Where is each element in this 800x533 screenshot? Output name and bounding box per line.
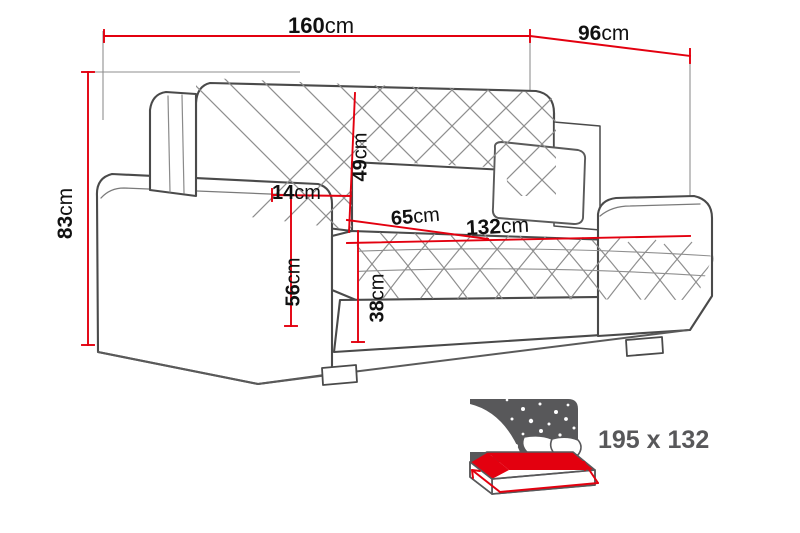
dimension-unit-132: cm [500, 213, 530, 239]
dimension-label-96: 96cm [578, 23, 629, 44]
dimension-value-14: 14 [272, 182, 295, 204]
dimension-value-56: 56 [282, 284, 305, 307]
sofa-left-armrest [95, 172, 334, 386]
dimension-label-83: 83cm [54, 187, 78, 240]
dimension-value-49: 49 [349, 159, 372, 182]
dimension-line-83 [81, 71, 95, 346]
dimension-line-56 [284, 195, 298, 327]
sofa-leg-right [625, 336, 664, 357]
bed-dimension-arrows [471, 461, 599, 493]
dimension-unit-14: cm [294, 182, 321, 204]
sofa-base-shadow [97, 329, 689, 385]
sofa-outline [95, 81, 714, 386]
dimension-unit-49: cm [349, 132, 372, 160]
sofa-left-back-cushion [148, 90, 198, 198]
dimension-line-14 [271, 188, 352, 202]
sofa-right-armrest [596, 194, 714, 338]
dimension-unit-65: cm [412, 203, 441, 229]
dimension-value-65: 65 [390, 206, 415, 230]
dimension-label-38: 38cm [366, 273, 389, 323]
dimension-line-132 [346, 235, 691, 244]
bed-mattress-top-left [470, 452, 509, 479]
dimension-label-65: 65cm [390, 203, 441, 230]
dimension-line-38 [351, 230, 365, 343]
dimension-unit-38: cm [366, 273, 389, 301]
dimension-label-56: 56cm [282, 257, 305, 307]
dimension-unit-96: cm [601, 22, 630, 45]
dimension-lines [81, 29, 692, 346]
dimension-unit-160: cm [324, 13, 355, 38]
bed-moon-crescent [470, 404, 520, 452]
dimension-value-38: 38 [366, 300, 389, 323]
seat-quilting-pattern [356, 232, 712, 300]
dimension-label-160: 160cm [288, 15, 354, 37]
dimension-label-14: 14cm [272, 183, 321, 203]
dimension-value-83: 83 [54, 215, 78, 240]
dimension-value-160: 160 [288, 13, 325, 38]
bed-pillows [521, 435, 582, 456]
dimension-line-96 [528, 34, 692, 64]
dimension-line-65 [345, 218, 490, 241]
sleeping-function-bed-icon [469, 399, 599, 495]
dimension-label-49: 49cm [349, 132, 372, 182]
bed-mattress-top [487, 452, 595, 470]
sofa-legs [321, 336, 664, 386]
bed-size-label: 195 x 132 [598, 426, 710, 454]
dimension-label-132: 132cm [465, 213, 530, 240]
dimension-line-49 [348, 92, 356, 233]
dimension-unit-83: cm [54, 187, 78, 216]
dimension-value-96: 96 [578, 22, 602, 45]
dimension-unit-56: cm [282, 257, 305, 285]
sofa-right-armrest-fold [599, 203, 701, 217]
sofa-left-armrest-fold [100, 187, 319, 199]
dimension-value-132: 132 [465, 215, 502, 240]
sofa-leg-left [321, 364, 358, 386]
